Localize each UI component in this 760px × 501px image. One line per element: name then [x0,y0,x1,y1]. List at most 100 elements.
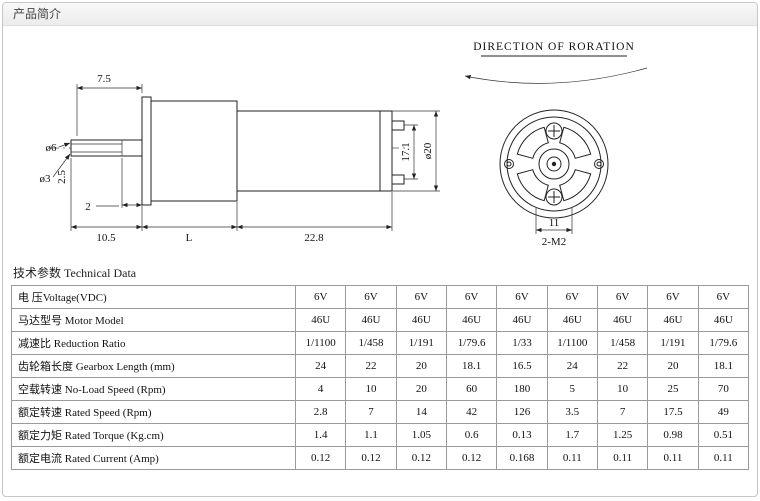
motor-shaft [70,139,143,157]
table-cell: 0.12 [395,446,447,470]
table-cell: 20 [395,354,447,378]
table-cell: 0.13 [496,423,548,447]
dim-label-shaft-protrusion: 7.5 [97,73,111,85]
table-cell: 4 [294,377,347,401]
screw-bottom [545,188,563,206]
row-label: 额定力矩 Rated Torque (Kg.cm) [11,423,296,447]
table-cell: 0.12 [345,446,397,470]
table-cell: 7 [596,400,649,424]
table-cell: 25 [647,377,699,401]
motor-body [236,110,393,192]
table-cell: 18.1 [697,354,750,378]
table-cell: 0.11 [647,446,699,470]
table-cell: 10 [345,377,397,401]
cutout-window-lower-left [516,169,549,202]
table-cell: 1.7 [546,423,598,447]
shaft-center-dot [551,161,557,167]
table-cell: 1/79.6 [697,331,750,355]
row-label: 马达型号 Motor Model [11,308,296,332]
table-cell: 1/1100 [546,331,598,355]
table-cell: 1/458 [345,331,397,355]
row-label: 空载转速 No-Load Speed (Rpm) [11,377,296,401]
table-cell: 6V [395,285,447,309]
table-cell: 46U [697,308,750,332]
dim-label-motor-length: 22.8 [304,232,324,244]
table-cell: 180 [496,377,548,401]
dim-label-output-dia: ø3 [40,173,52,185]
gearbox-body [150,100,238,202]
table-cell: 20 [647,354,699,378]
shaft-flat-lines [71,140,123,156]
table-cell: 0.11 [697,446,750,470]
table-cell: 6V [647,285,699,309]
table-cell: 6V [496,285,548,309]
dim-label-terminal-span: 17.1 [400,142,412,161]
table-cell: 46U [445,308,498,332]
table-cell: 46U [647,308,699,332]
table-cell: 3.5 [546,400,598,424]
table-cell: 70 [697,377,750,401]
table-cell: 0.168 [496,446,548,470]
rotation-direction-arrow [464,67,648,84]
row-label: 减速比 Reduction Ratio [11,331,296,355]
gearbox-faceplate [141,96,152,206]
hub-circle [538,148,570,180]
table-cell: 6V [546,285,598,309]
shaft-circle [546,156,562,172]
row-label: 额定电流 Rated Current (Amp) [11,446,296,470]
table-cell: 2.8 [294,400,347,424]
cutout-window-upper-right [559,126,592,159]
table-cell: 46U [345,308,397,332]
table-cell: 46U [395,308,447,332]
table-cell: 0.51 [697,423,750,447]
table-cell: 1.05 [395,423,447,447]
table-cell: 20 [395,377,447,401]
table-cell: 46U [546,308,598,332]
table-cell: 22 [345,354,397,378]
table-cell: 0.12 [445,446,498,470]
row-label: 额定转速 Rated Speed (Rpm) [11,400,296,424]
table-cell: 1/33 [496,331,548,355]
table-cell: 22 [596,354,649,378]
motor-terminal-bottom [391,174,405,185]
screw-spec-label: 2-M2 [542,236,566,248]
table-cell: 7 [345,400,397,424]
table-cell: 0.12 [294,446,347,470]
table-cell: 6V [445,285,498,309]
table-cell: 24 [294,354,347,378]
screw-top [545,122,563,140]
motor-drawing-svg: 7.5 ø6 ø3 2.5 2 10.5 L 22.8 [40,41,648,248]
ext-lines-7-5 [76,84,143,136]
table-cell: 46U [596,308,649,332]
table-cell: 1/191 [395,331,447,355]
row-label: 电 压Voltage(VDC) [11,285,296,309]
dim-label-shaft-length: 10.5 [96,232,116,244]
table-cell: 0.11 [596,446,649,470]
table-cell: 10 [596,377,649,401]
ext-lines-bottom [70,158,393,231]
table-cell: 1/1100 [294,331,347,355]
table-cell: 1/191 [647,331,699,355]
section-title: 产品简介 [13,7,62,21]
dim-label-shaft-dia: ø6 [46,142,58,154]
dim-label-shaft-flat: 2.5 [56,170,68,184]
table-cell: 6V [345,285,397,309]
section-header: 产品简介 [3,3,757,26]
dim-label-step: 2 [85,201,91,213]
table-cell: 6V [596,285,649,309]
table-cell: 0.98 [647,423,699,447]
table-cell: 5 [546,377,598,401]
table-cell: 49 [697,400,750,424]
ext-lines-right [392,110,440,192]
leader-output-dia [52,153,71,178]
dim-label-gearbox-length: L [186,232,193,244]
table-cell: 60 [445,377,498,401]
motor-terminal-top [391,120,405,131]
